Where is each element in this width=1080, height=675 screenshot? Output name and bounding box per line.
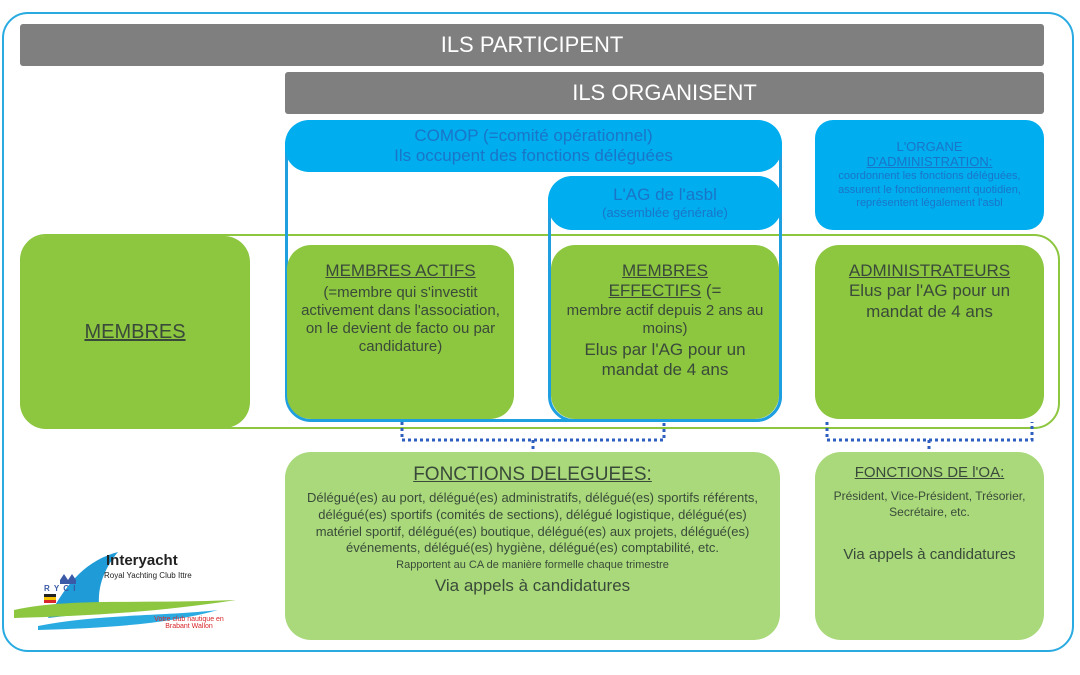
fonctions-deleguees-appels: Via appels à candidatures [434, 575, 631, 595]
ag-subtitle: (assemblée générale) [602, 205, 728, 221]
membres-effectifs-suffix: (= [701, 281, 722, 301]
membres-effectifs-box: MEMBRES EFFECTIFS (= membre actif depuis… [551, 245, 779, 419]
fonctions-deleguees-description: Délégué(es) au port, délégué(es) adminis… [307, 489, 758, 556]
organe-administration-box: L'ORGANE D'ADMINISTRATION: coordonnent l… [815, 120, 1044, 230]
organe-title-1: L'ORGANE [896, 138, 963, 154]
membres-effectifs-elus: Elus par l'AG pour un mandat de 4 ans [584, 339, 746, 380]
ils-participent-label: ILS PARTICIPENT [440, 32, 624, 57]
ils-organisent-bar: ILS ORGANISENT [285, 72, 1044, 114]
ag-header: L'AG de l'asbl (assemblée générale) [548, 176, 782, 230]
comop-subtitle: Ils occupent des fonctions déléguées [394, 146, 673, 165]
organe-title-2: D'ADMINISTRATION: [866, 154, 993, 170]
fonctions-oa-title: FONCTIONS DE l'OA: [854, 464, 1005, 481]
fonctions-oa-box: FONCTIONS DE l'OA: Président, Vice-Prési… [815, 452, 1044, 640]
fonctions-deleguees-rapport: Rapportent au CA de manière formelle cha… [396, 559, 669, 572]
fonctions-deleguees-box: FONCTIONS DELEGUEES: Délégué(es) au port… [285, 452, 780, 640]
membres-label: MEMBRES [84, 320, 186, 343]
ils-participent-bar: ILS PARTICIPENT [20, 24, 1044, 66]
ag-title: L'AG de l'asbl [613, 185, 717, 204]
connector-oa [825, 422, 1034, 442]
membres-effectifs-title-1: MEMBRES [622, 261, 708, 280]
fonctions-oa-appels: Via appels à candidatures [843, 546, 1016, 564]
membres-effectifs-description: membre actif depuis 2 ans au moins) [566, 301, 764, 337]
membres-actifs-description: (=membre qui s'investit activement dans … [301, 284, 500, 356]
diagram-frame [2, 12, 1074, 652]
fonctions-oa-description: Président, Vice-Président, Trésorier, Se… [833, 489, 1026, 520]
membres-box: MEMBRES [20, 236, 250, 428]
comop-header: COMOP (=comité opérationnel) Ils occupen… [285, 120, 782, 172]
membres-actifs-title: MEMBRES ACTIFS [325, 261, 476, 280]
logo-sub: Royal Yachting Club Ittre [104, 571, 192, 580]
administrateurs-title: ADMINISTRATEURS [848, 261, 1011, 280]
logo-ryci: R Y C I [44, 584, 77, 593]
ils-organisent-label: ILS ORGANISENT [572, 80, 757, 105]
organe-description: coordonnent les fonctions déléguées, ass… [838, 169, 1021, 210]
logo-tagline-2: Brabant Wallon [165, 623, 213, 630]
comop-title: COMOP (=comité opérationnel) [414, 125, 653, 145]
membres-effectifs-title-2: EFFECTIFS [608, 281, 702, 301]
logo-name: Interyacht [106, 552, 178, 569]
logo-tagline: Votre club nautique en Brabant Wallon [144, 616, 234, 630]
administrateurs-box: ADMINISTRATEURS Elus par l'AG pour un ma… [815, 245, 1044, 419]
logo-tagline-1: Votre club nautique en [154, 616, 224, 623]
logo-wave-icon [14, 552, 236, 630]
membres-actifs-box: MEMBRES ACTIFS (=membre qui s'investit a… [287, 245, 514, 419]
interyacht-logo: Interyacht Royal Yachting Club Ittre R Y… [8, 540, 248, 640]
administrateurs-description: Elus par l'AG pour un mandat de 4 ans [848, 281, 1011, 321]
fonctions-deleguees-title: FONCTIONS DELEGUEES: [413, 464, 652, 485]
connector-comop [400, 422, 666, 442]
